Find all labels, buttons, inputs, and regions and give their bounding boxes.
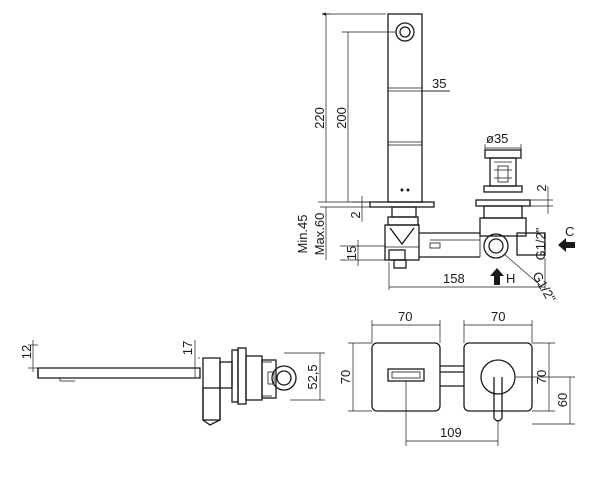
- dim-109: 109: [440, 425, 462, 440]
- top-dimensions: 220 200 35 ø35 2 2 Min.45 Max.60 15: [295, 12, 559, 305]
- label-h: H: [506, 271, 515, 286]
- dim-g12-top: G1/2": [533, 227, 548, 260]
- spout-side-view: [369, 13, 480, 269]
- dim-60: 60: [555, 393, 570, 407]
- dim-2-right: 2: [534, 184, 549, 191]
- dim-70-top-right: 70: [491, 309, 505, 324]
- dim-15: 15: [344, 246, 359, 260]
- dim-158: 158: [443, 271, 465, 286]
- dim-17: 17: [180, 341, 195, 355]
- dim-70-top-left: 70: [398, 309, 412, 324]
- dim-70-left: 70: [338, 370, 353, 384]
- front-view-dimensions: 70 70 70 70 60 109: [338, 309, 575, 446]
- mixer-side-view: [475, 149, 546, 259]
- dim-min45: Min.45: [295, 214, 310, 253]
- dim-52-5: 52,5: [305, 364, 320, 389]
- side-view-dimensions: 12 17 52,5: [19, 340, 325, 401]
- dim-200: 200: [334, 107, 349, 129]
- dim-12: 12: [19, 345, 34, 359]
- side-view: [37, 347, 297, 426]
- dim-dia35: ø35: [486, 131, 508, 146]
- dim-2-left: 2: [348, 211, 363, 218]
- inlet-h-arrow: H: [490, 268, 515, 286]
- front-view: [371, 342, 533, 422]
- dim-35: 35: [432, 76, 446, 91]
- dim-220: 220: [312, 107, 327, 129]
- inlet-c-arrow: C: [558, 224, 575, 252]
- label-c: C: [565, 224, 574, 239]
- dim-max60: Max.60: [312, 213, 327, 256]
